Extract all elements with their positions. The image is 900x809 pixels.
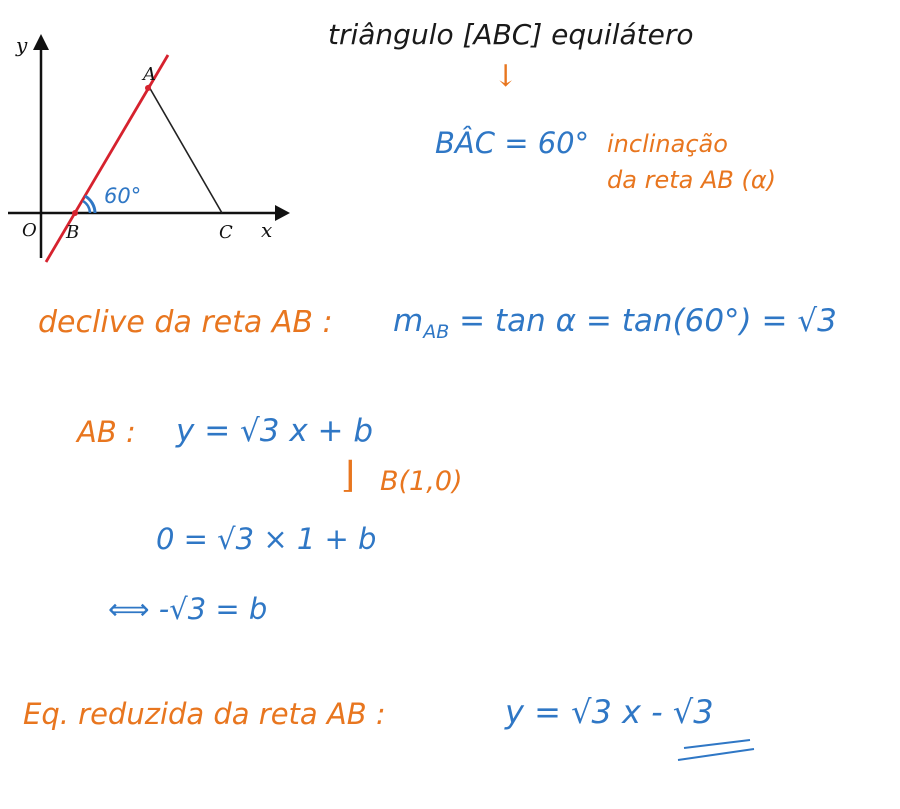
final-equation-label: Eq. reduzida da reta AB : — [23, 697, 386, 731]
angle-label: 60° — [104, 184, 141, 208]
inclination-note-line1: inclinação — [607, 130, 728, 158]
y-axis-label: y — [15, 33, 28, 57]
point-b-label: B — [65, 222, 79, 243]
slope-rest: = tan α = tan(60°) = √3 — [449, 303, 837, 339]
angle-mark — [84, 194, 97, 214]
underline-1 — [683, 739, 751, 749]
double-underline — [677, 739, 755, 761]
line-ab-equation: y = √3 x + b — [176, 413, 374, 449]
line-ab-label: AB : — [77, 415, 136, 449]
origin-label: O — [22, 220, 37, 241]
slope-equation: mAB = tan α = tan(60°) = √3 — [393, 303, 837, 343]
result-equation: ⟺ -√3 = b — [108, 592, 268, 626]
underline-2 — [677, 748, 755, 761]
point-a-label: A — [141, 64, 156, 85]
geometry-diagram: y x O A B C 60° — [8, 33, 290, 263]
x-axis-arrow — [275, 205, 290, 221]
final-equation: y = √3 x - √3 — [505, 693, 714, 731]
down-arrow-icon: ↓ — [493, 59, 519, 94]
slope-label: declive da reta AB : — [38, 305, 333, 340]
point-b — [72, 210, 78, 216]
slope-m: m — [393, 303, 424, 339]
y-axis-arrow — [33, 34, 49, 50]
x-axis-label: x — [261, 218, 272, 242]
point-b-coordinates: B(1,0) — [380, 466, 463, 497]
point-a — [145, 85, 151, 91]
inclination-note-line2: da reta AB (α) — [607, 166, 777, 194]
angle-mark-inner — [82, 199, 92, 214]
side-ac — [147, 84, 223, 214]
point-c-label: C — [219, 222, 233, 243]
slope-m-subscript: AB — [423, 321, 450, 344]
substitution-equation: 0 = √3 × 1 + b — [156, 522, 377, 556]
triangle-title: triângulo [ABC] equilátero — [328, 18, 694, 51]
angle-equation: BÂC = 60° — [435, 126, 590, 160]
substitution-brace: ⌋ — [341, 455, 356, 496]
